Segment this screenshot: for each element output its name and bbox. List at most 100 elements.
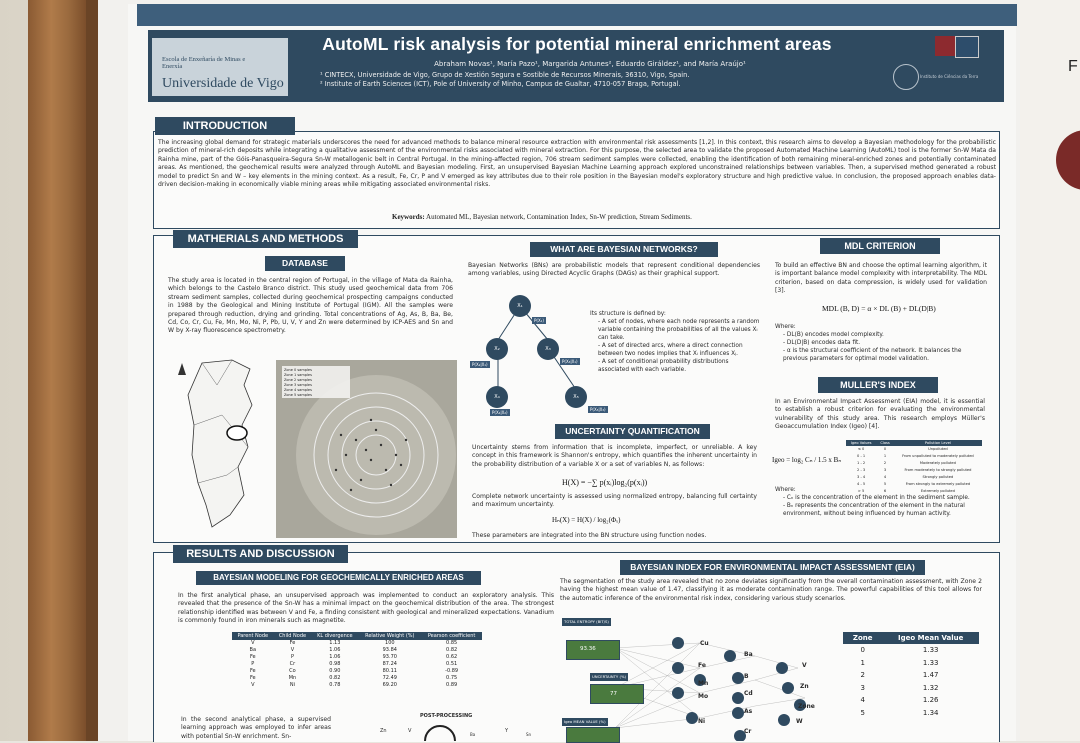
network-node: Zone xyxy=(798,703,815,710)
bayes-heading: WHAT ARE BAYESIAN NETWORKS? xyxy=(530,242,718,257)
network-node: Mo xyxy=(698,693,709,700)
table-cell: 1.13 xyxy=(329,640,341,646)
table-cell: 0 - 1 xyxy=(857,454,866,458)
keywords-text: Automated ML, Bayesian network, Contamin… xyxy=(426,213,692,221)
table-cell: 100 xyxy=(385,640,395,646)
school-name: Escola de Enxeñaría de Minas e Enerxía xyxy=(162,56,246,70)
poster-header xyxy=(148,30,1004,102)
table-header: Child Node xyxy=(273,632,312,640)
probability-tag: P(X₂|X₁) xyxy=(470,361,490,368)
table-cell: 2 xyxy=(883,461,887,465)
table-cell: Ba xyxy=(249,647,257,653)
igeo-formula: Igeo = log₂ Cₙ / 1.5 x Bₙ xyxy=(772,456,842,464)
introduction-section xyxy=(153,131,1000,229)
total-entropy-gauge xyxy=(566,640,620,660)
wooden-frame-edge xyxy=(86,0,98,741)
neighbor-poster-letter: F xyxy=(1068,58,1078,75)
table-cell: From unpolluted to moderately polluted xyxy=(902,454,974,458)
table-cell: Fe xyxy=(249,675,256,681)
table-header: Igeo Mean Value xyxy=(882,632,979,644)
table-cell: 80.11 xyxy=(382,668,397,674)
affiliation-1: ¹ CINTECX, Universidade de Vigo, Grupo d… xyxy=(320,71,690,79)
where-item: - Bₙ represents the concentration of the… xyxy=(783,503,965,517)
table-cell: P xyxy=(251,661,255,667)
methods-heading: MATHERIALS AND METHODS xyxy=(173,230,358,248)
map-legend: Zone 0 samples Zone 1 samples Zone 2 sam… xyxy=(284,368,348,398)
kl-divergence-table: Parent Node Child Node KL divergence Rel… xyxy=(232,632,482,689)
table-cell: 1 xyxy=(883,454,887,458)
table-cell: Ni xyxy=(289,682,296,688)
uncertainty-text-2: Complete network uncertainty is assessed… xyxy=(472,493,757,509)
network-node: Cu xyxy=(700,640,709,647)
poster-authors: Abraham Novas¹, María Pazo¹, Margarida A… xyxy=(434,60,746,68)
table-cell: 0.82 xyxy=(446,647,458,653)
table-cell: > 5 xyxy=(857,489,865,493)
probability-tag: P(X₅|X₃) xyxy=(588,406,608,413)
network-node: Ni xyxy=(698,718,706,725)
table-cell: 69.20 xyxy=(382,682,397,688)
table-cell: 1.26 xyxy=(922,696,939,704)
table-cell: 0 xyxy=(860,646,865,654)
gauge-label: UNCERTAINTY (%) xyxy=(590,673,629,681)
table-cell: 2 - 3 xyxy=(857,468,866,472)
mdl-formula: MDL (B, D) = α × DL (B) + DL(D|B) xyxy=(822,304,936,313)
structure-title: Its structure is defined by: xyxy=(590,311,666,317)
database-text: The study area is located in the central… xyxy=(168,277,453,335)
table-cell: Moderately polluted xyxy=(919,461,956,465)
introduction-text: The increasing global demand for strateg… xyxy=(158,139,996,189)
post-node: V xyxy=(408,728,412,734)
bayesian-network-diagram xyxy=(614,637,806,741)
gauge-value: 93.36 xyxy=(580,646,596,652)
network-node: Cr xyxy=(744,728,752,735)
table-cell: 5 xyxy=(883,482,887,486)
gauge-value: 77 xyxy=(610,691,617,697)
where-item: - DL(B) encodes model complexity. xyxy=(783,332,884,338)
dag-node-x3: X₃ xyxy=(537,338,559,360)
table-header: Relative Weight (%) xyxy=(358,632,422,640)
table-cell: Fe xyxy=(289,640,296,646)
where-label: Where: xyxy=(775,487,796,493)
probability-tag: P(X₃|X₁) xyxy=(560,358,580,365)
table-cell: 0.89 xyxy=(446,682,458,688)
legend-item: Zone 5 samples xyxy=(284,393,312,397)
table-cell: 1.33 xyxy=(922,646,939,654)
study-area-map xyxy=(276,360,457,538)
table-cell: 0.51 xyxy=(446,661,458,667)
bayes-structure: Its structure is defined by: - A set of … xyxy=(590,310,760,374)
network-node: V xyxy=(802,662,807,669)
probability-tag: P(X₁) xyxy=(532,317,546,324)
table-cell: 93.84 xyxy=(382,647,397,653)
network-node: B xyxy=(744,673,749,680)
entropy-formula: H(X) = −∑ p(xᵢ)log₂(p(xᵢ)) xyxy=(562,478,648,487)
table-header: Pollution Level xyxy=(893,440,982,446)
legend-item: Zone 0 samples xyxy=(284,368,312,372)
table-cell: 0 xyxy=(883,447,887,451)
table-cell: Fe xyxy=(249,668,256,674)
muller-text: In an Environmental Impact Assessment (E… xyxy=(775,398,985,431)
structure-point: - A set of directed arcs, where a direct… xyxy=(598,343,743,357)
table-cell: Co xyxy=(289,668,296,674)
affiliation-2: ² Institute of Earth Sciences (ICT), Pol… xyxy=(320,80,681,88)
dag-node-x1: X₁ xyxy=(509,295,531,317)
uncertainty-text: Uncertainty stems from information that … xyxy=(472,444,757,468)
table-cell: Extremely polluted xyxy=(920,489,955,493)
university-logo: Escola de Enxeñaría de Minas e Enerxía U… xyxy=(152,38,288,96)
table-cell: 4 xyxy=(860,696,865,704)
post-processing-diagram xyxy=(424,725,456,741)
mdl-where: Where: - DL(B) encodes model complexity.… xyxy=(775,323,987,363)
probability-tag: P(X₄|X₂) xyxy=(490,409,510,416)
network-node: Fe xyxy=(698,662,706,669)
where-item: - α is the structural coefficient of the… xyxy=(783,348,962,362)
table-cell: Unpolluted xyxy=(928,447,948,451)
table-header: Igeo Values xyxy=(846,440,877,446)
table-cell: -0.89 xyxy=(445,668,459,674)
